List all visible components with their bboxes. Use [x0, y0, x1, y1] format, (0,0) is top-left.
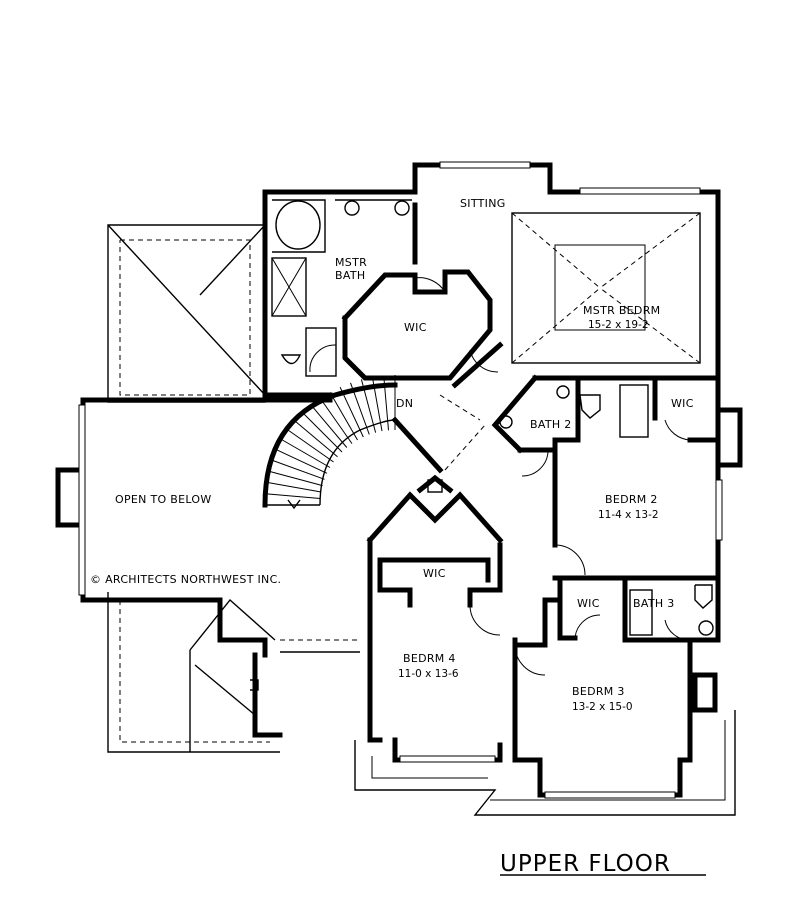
bath2-label: BATH 2: [530, 418, 572, 431]
stair-dn-label: DN: [396, 397, 413, 410]
stair-tread: [302, 412, 343, 453]
master-bedroom-tray-ceiling: [511, 212, 701, 364]
stair-tread: [272, 460, 325, 480]
mstr-bath-label-line2: BATH: [335, 269, 365, 282]
stair-tread: [311, 405, 348, 448]
roof-outline-left: [107, 224, 266, 403]
stair-tread: [319, 398, 353, 444]
stair-tread: [265, 493, 321, 499]
stair-tread: [329, 392, 358, 441]
bedroom2-walls: [491, 374, 743, 581]
stair-tread: [269, 470, 323, 487]
bedrm2-label: BEDRM 2: [605, 493, 658, 506]
stair-tread: [371, 376, 383, 432]
bedrm3-label: BEDRM 3: [572, 685, 625, 698]
bedrm3-size: 13-2 x 15-0: [572, 701, 633, 713]
stair-tread: [276, 449, 328, 474]
mstr-bedrm-size: 15-2 x 19-2: [588, 319, 649, 331]
stair-tread: [339, 386, 364, 438]
open-to-below-label: OPEN TO BELOW: [115, 493, 212, 506]
bedroom4-walls: [366, 491, 518, 763]
stair-tread: [350, 382, 370, 435]
stair-tread: [282, 439, 331, 468]
stair-tread: [288, 429, 334, 463]
stair-tread: [383, 375, 389, 431]
hall-diagonal: [391, 394, 486, 494]
bedrm2-size: 11-4 x 13-2: [598, 509, 659, 521]
bedrm4-size: 11-0 x 13-6: [398, 668, 459, 680]
mstr-bedrm-label: MSTR BEDRM: [583, 304, 660, 317]
master-bath-fixtures: [271, 199, 499, 377]
mstr-bath-label-line1: MSTR: [335, 256, 367, 269]
sitting-label: SITTING: [460, 197, 506, 210]
wic-bedrm3-label: WIC: [577, 597, 600, 610]
bedrm4-label: BEDRM 4: [403, 652, 456, 665]
stair-tread: [266, 481, 322, 493]
stair-tread: [360, 379, 377, 433]
copyright-label: © ARCHITECTS NORTHWEST INC.: [90, 573, 281, 586]
bedroom3-walls: [512, 575, 721, 799]
stair-tread: [295, 421, 338, 458]
wic-bedrm2-label: WIC: [671, 397, 694, 410]
floor-title: UPPER FLOOR: [500, 851, 671, 877]
roof-outline-bottom: [354, 710, 736, 816]
sitting-area-window: [439, 161, 701, 195]
roof-outline-lower-left: [107, 592, 360, 753]
bath3-label: BATH 3: [633, 597, 675, 610]
wic-bedrm4-label: WIC: [423, 567, 446, 580]
open-to-below-walls: [55, 397, 333, 738]
wic-master-label: WIC: [404, 321, 427, 334]
